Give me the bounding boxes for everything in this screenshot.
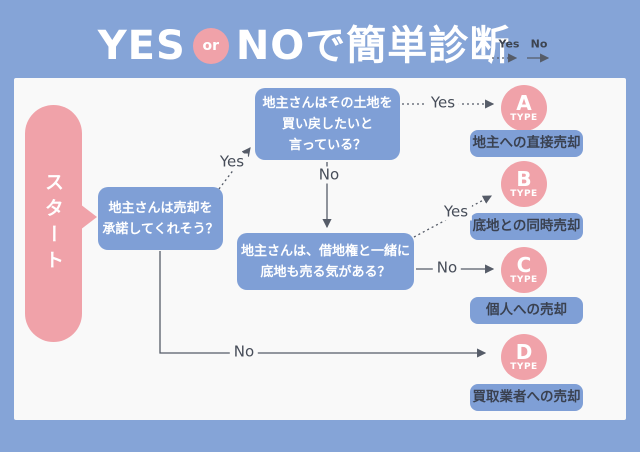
type-d-caption: TYPE bbox=[510, 362, 538, 372]
type-a-letter: A bbox=[516, 91, 532, 115]
question-box-1: 地主さんは売却を 承諾してくれそう？ bbox=[98, 187, 223, 250]
type-c-letter: C bbox=[516, 253, 532, 277]
type-circle-d: D TYPE bbox=[501, 334, 547, 380]
type-circle-a: A TYPE bbox=[501, 85, 547, 131]
title-no-text: NOで簡単診断 bbox=[235, 23, 511, 69]
start-node: スタート bbox=[25, 105, 82, 342]
edge-label-q3-no: No bbox=[432, 259, 462, 277]
title-bar: YES or NOで簡単診断 bbox=[0, 14, 640, 78]
result-box-d: 買取業者への売却 bbox=[470, 384, 583, 411]
edge-label-q1-yes: Yes bbox=[215, 153, 249, 171]
start-pointer-arrow bbox=[80, 204, 97, 230]
result-box-b: 底地との同時売却 bbox=[470, 213, 583, 240]
result-box-a: 地主への直接売却 bbox=[470, 130, 583, 157]
question-3-line-2: 底地も売る気がある？ bbox=[260, 264, 391, 280]
question-2-line-3: 言っている？ bbox=[288, 137, 367, 153]
type-circle-b: B TYPE bbox=[501, 161, 547, 207]
legend-yes-label: Yes bbox=[498, 37, 520, 51]
question-3-line-1: 地主さんは、借地権と一緒に bbox=[240, 243, 410, 259]
question-box-3: 地主さんは、借地権と一緒に 底地も売る気がある？ bbox=[237, 233, 414, 290]
title-yes-text: YES bbox=[97, 23, 186, 69]
edge-label-q2-yes: Yes bbox=[426, 94, 460, 112]
edge-label-q3-yes: Yes bbox=[439, 203, 473, 221]
type-d-letter: D bbox=[515, 340, 533, 364]
question-2-line-1: 地主さんはその土地を bbox=[262, 95, 393, 111]
question-2-line-2: 買い戻したいと bbox=[281, 116, 373, 132]
edge-label-q1-no: No bbox=[229, 343, 259, 361]
result-box-c: 個人への売却 bbox=[470, 297, 583, 324]
question-1-line-2: 承諾してくれそう？ bbox=[102, 221, 219, 237]
type-b-caption: TYPE bbox=[510, 189, 538, 199]
type-c-caption: TYPE bbox=[510, 275, 538, 285]
edge-label-q2-no: No bbox=[314, 166, 344, 184]
question-box-2: 地主さんはその土地を 買い戻したいと 言っている？ bbox=[255, 88, 400, 160]
page-title: YES or NOで簡単診断 bbox=[98, 26, 511, 66]
legend-no-label: No bbox=[530, 37, 548, 51]
type-b-letter: B bbox=[516, 167, 532, 191]
start-label: スタート bbox=[42, 171, 64, 276]
type-circle-c: C TYPE bbox=[501, 247, 547, 293]
or-badge: or bbox=[192, 28, 229, 64]
type-a-caption: TYPE bbox=[510, 113, 538, 123]
question-1-line-1: 地主さんは売却を bbox=[108, 200, 213, 216]
